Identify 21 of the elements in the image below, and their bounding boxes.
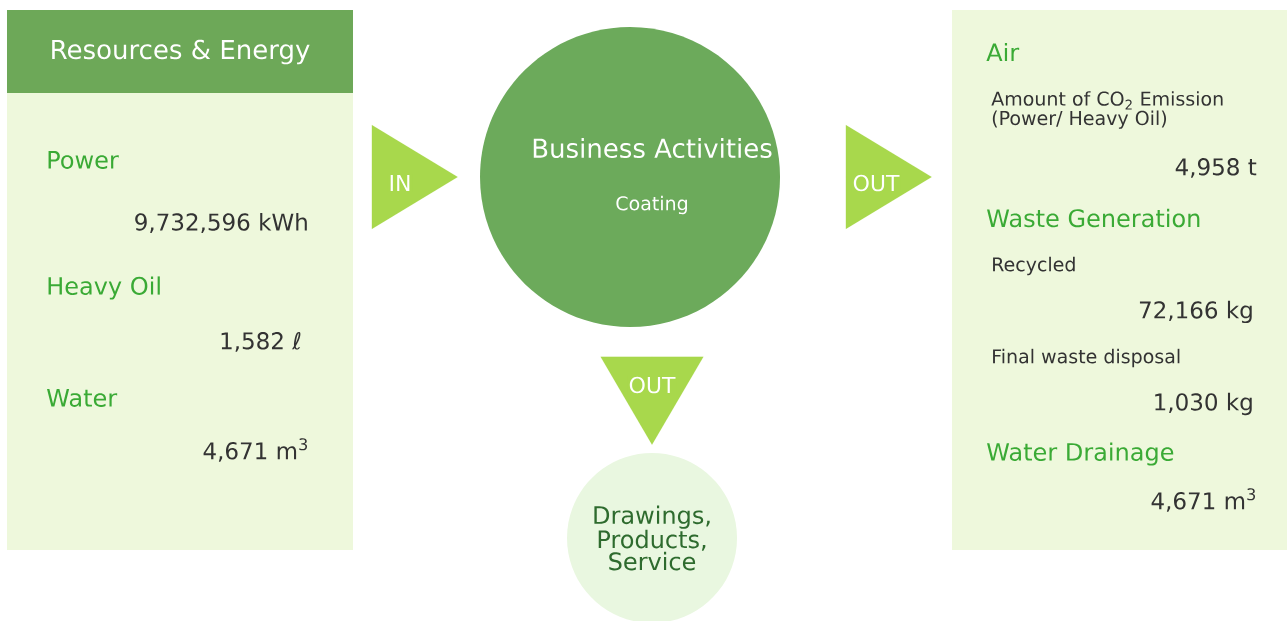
value-text: 1,582 ℓ xyxy=(221,332,301,352)
item-label: Amount of CO$_{2}$ Emission (Power/ Heavy Oil) xyxy=(991,91,1223,129)
category-heading: Power xyxy=(48,151,119,169)
circle-title: Business Activities xyxy=(533,137,772,159)
value-text: 4,958 t xyxy=(1175,158,1257,178)
category-heading: Air xyxy=(986,42,1020,62)
circle-subtitle: Coating xyxy=(616,195,687,215)
panel-heading: Resources & Energy xyxy=(52,39,310,65)
arrow xyxy=(371,125,458,229)
value-text: 9,732,596 kWh xyxy=(135,212,307,234)
value-text: 4,671 m$^{3}$ xyxy=(203,438,307,462)
value-text: 72,166 kg xyxy=(1139,300,1252,324)
value-text: 4,671 m$^{3}$ xyxy=(1151,488,1256,512)
circle-text: Drawings, Products, Service xyxy=(594,505,710,571)
category-heading: Heavy Oil xyxy=(48,276,160,300)
category-heading: Water Drainage xyxy=(987,442,1174,466)
value-text: 1,030 kg xyxy=(1155,392,1252,416)
category-heading: Water xyxy=(47,389,118,407)
item-label: Recycled xyxy=(993,256,1075,276)
category-heading: Waste Generation xyxy=(987,208,1200,228)
item-label: Final waste disposal xyxy=(993,348,1180,368)
